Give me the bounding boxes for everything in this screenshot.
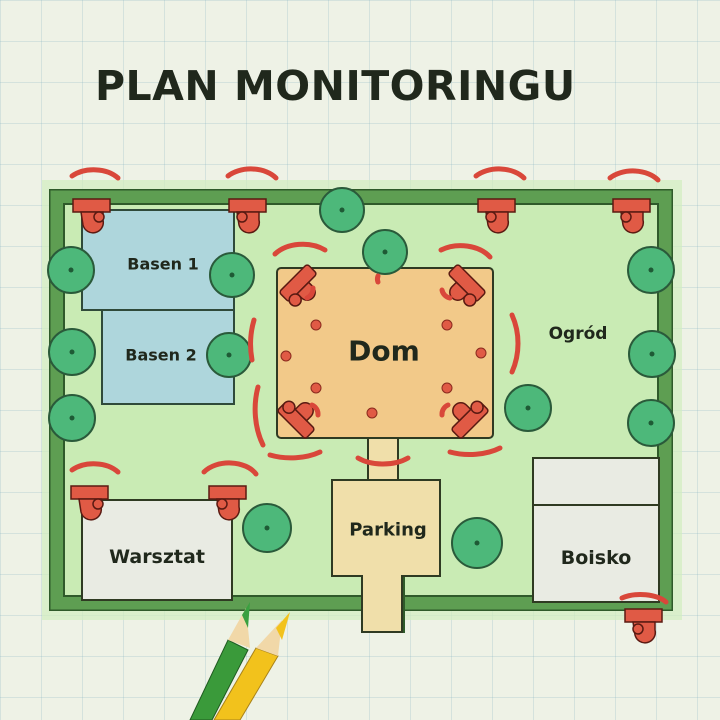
pencil-green	[189, 602, 250, 720]
field	[532, 457, 660, 603]
pool-2-label: Basen 2	[125, 345, 197, 365]
house-label: Dom	[348, 334, 420, 368]
workshop	[81, 499, 233, 601]
parking-label: Parking	[349, 519, 427, 541]
workshop-label: Warsztat	[109, 546, 205, 568]
garden-label: Ogród	[548, 324, 608, 344]
parking-area	[331, 479, 441, 633]
pencil-yellow	[213, 612, 290, 720]
field-label: Boisko	[560, 547, 632, 569]
page-title: PLAN MONITORINGU	[95, 62, 576, 110]
sensor-dots	[280, 319, 487, 419]
pool-1-label: Basen 1	[127, 254, 199, 274]
tree-dots	[68, 207, 655, 546]
path	[367, 437, 399, 481]
camera-icon	[70, 198, 663, 644]
camera-view-arcs	[69, 166, 669, 605]
